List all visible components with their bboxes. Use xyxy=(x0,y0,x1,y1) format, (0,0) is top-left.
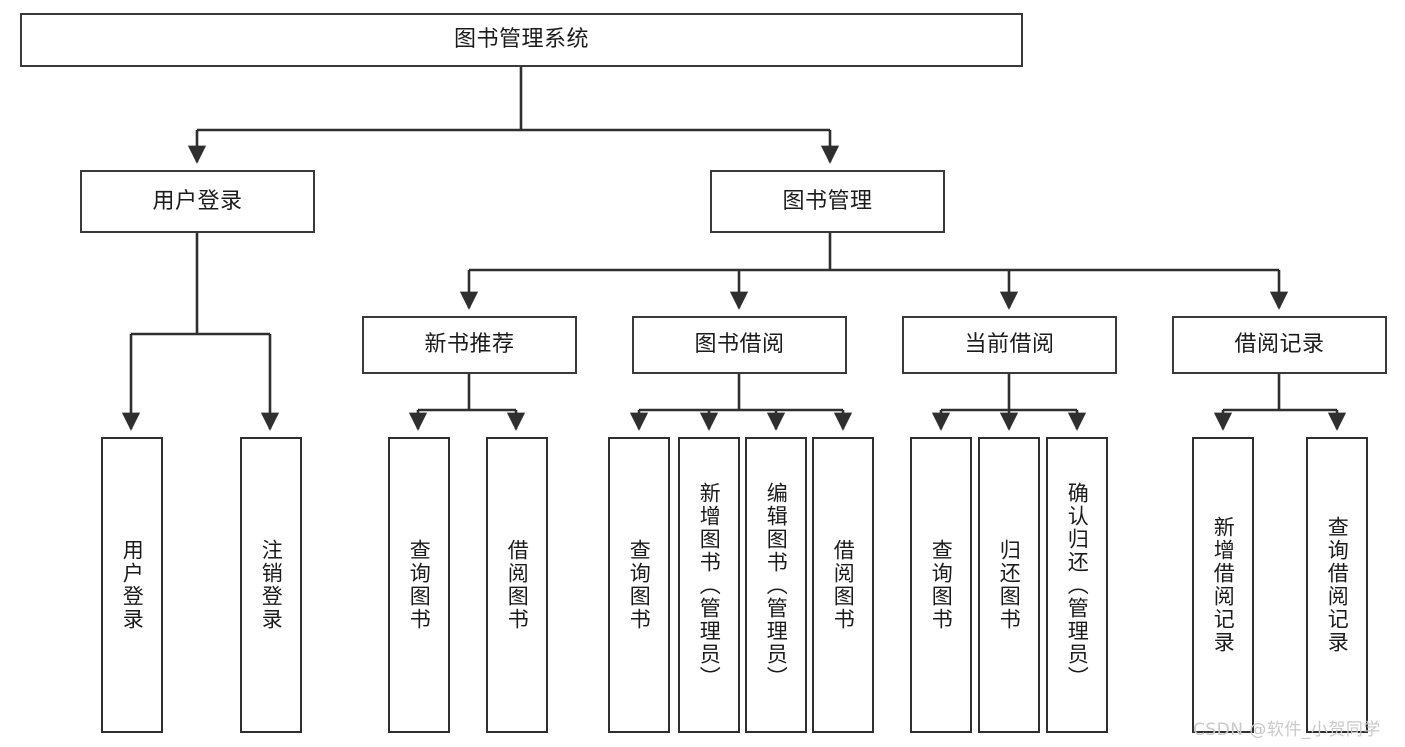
node-label: 新增借阅记录 xyxy=(1211,516,1236,654)
node-book-management[interactable]: 图书管理 xyxy=(710,170,945,233)
node-label: 新书推荐 xyxy=(424,332,515,358)
node-label: 图书借阅 xyxy=(694,332,785,358)
leaf-add-borrow-record[interactable]: 新增借阅记录 xyxy=(1192,437,1254,733)
node-label: 查询图书 xyxy=(407,539,432,631)
node-new-book-recommend[interactable]: 新书推荐 xyxy=(362,316,577,374)
leaf-confirm-return-admin[interactable]: 确认归还（管理员） xyxy=(1046,437,1108,733)
node-user-login[interactable]: 用户登录 xyxy=(80,170,315,233)
node-label: 图书管理系统 xyxy=(453,27,589,53)
leaf-query-book-new[interactable]: 查询图书 xyxy=(388,437,450,733)
node-label: 编辑图书（管理员） xyxy=(764,481,789,689)
node-label: 用户登录 xyxy=(152,188,243,214)
leaf-return-book[interactable]: 归还图书 xyxy=(978,437,1040,733)
leaf-query-borrow-record[interactable]: 查询借阅记录 xyxy=(1306,437,1368,733)
leaf-logout-login[interactable]: 注销登录 xyxy=(240,437,302,733)
node-root-system[interactable]: 图书管理系统 xyxy=(20,13,1023,67)
leaf-query-book-current[interactable]: 查询图书 xyxy=(910,437,972,733)
node-label: 图书管理 xyxy=(782,188,873,214)
node-current-borrow[interactable]: 当前借阅 xyxy=(902,316,1117,374)
node-label: 确认归还（管理员） xyxy=(1065,481,1090,689)
node-borrow-record[interactable]: 借阅记录 xyxy=(1172,316,1387,374)
leaf-borrow-book-new[interactable]: 借阅图书 xyxy=(486,437,548,733)
node-label: 借阅记录 xyxy=(1234,332,1325,358)
csdn-watermark: CSDN @软件_小贺同学 xyxy=(1193,720,1381,740)
node-label: 当前借阅 xyxy=(964,332,1055,358)
leaf-borrow-book[interactable]: 借阅图书 xyxy=(812,437,874,733)
node-label: 用户登录 xyxy=(120,539,145,631)
node-label: 注销登录 xyxy=(259,539,284,631)
node-label: 归还图书 xyxy=(997,539,1022,631)
leaf-user-login[interactable]: 用户登录 xyxy=(101,437,163,733)
node-label: 借阅图书 xyxy=(505,539,530,631)
leaf-add-book-admin[interactable]: 新增图书（管理员） xyxy=(678,437,740,733)
node-label: 新增图书（管理员） xyxy=(697,481,722,689)
leaf-query-book-borrow[interactable]: 查询图书 xyxy=(608,437,670,733)
node-label: 查询图书 xyxy=(627,539,652,631)
leaf-edit-book-admin[interactable]: 编辑图书（管理员） xyxy=(745,437,807,733)
node-label: 查询图书 xyxy=(929,539,954,631)
node-label: 借阅图书 xyxy=(831,539,856,631)
node-book-borrow[interactable]: 图书借阅 xyxy=(632,316,847,374)
node-label: 查询借阅记录 xyxy=(1325,516,1350,654)
